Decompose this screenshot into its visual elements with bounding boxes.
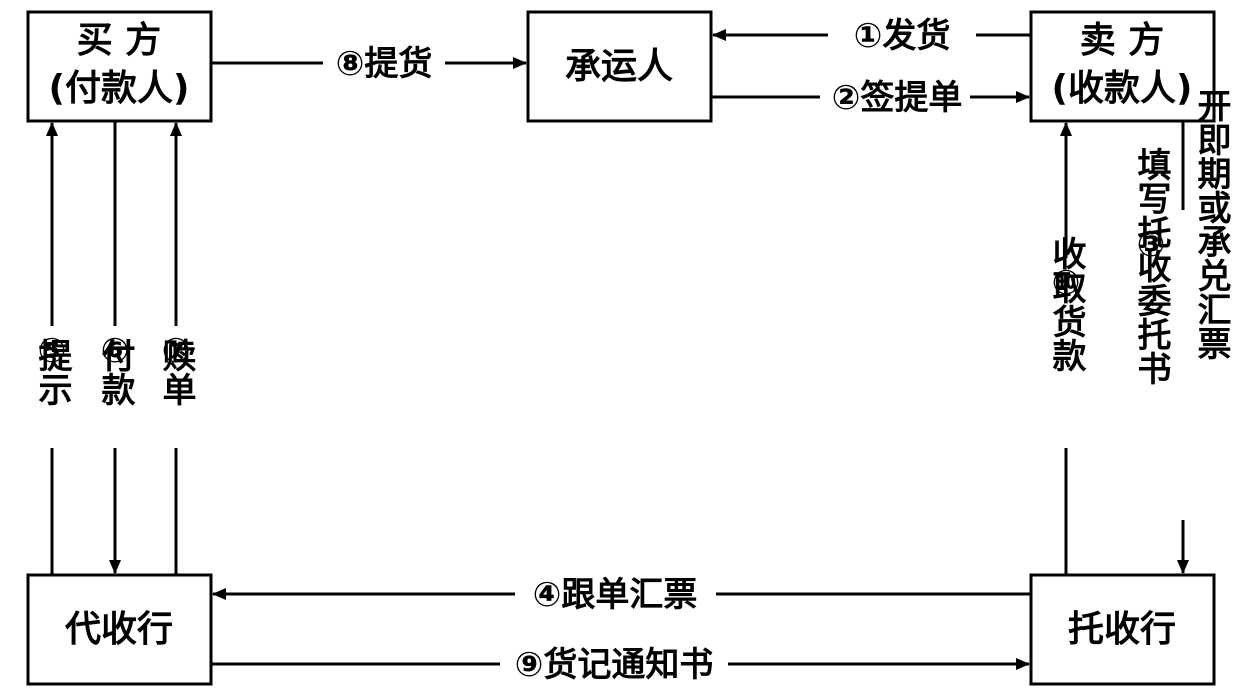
step-7-number: ⑦ [162, 331, 191, 371]
collecting-bank-box: 代收行 [26, 573, 213, 686]
step-3-number: ③ [1137, 225, 1166, 265]
step-10-number: ⑩ [1052, 263, 1081, 303]
step-1-label: ①发货 [854, 16, 951, 56]
step-6-text: 付款 [95, 338, 135, 406]
step-4-label: ④跟单汇票 [533, 575, 698, 615]
buyer-box: 买 方 (付款人) [26, 10, 213, 123]
step-5-text: 提示 [32, 338, 72, 406]
step-8-label: ⑧提货 [336, 44, 433, 84]
buyer-label-line2: (付款人) [49, 68, 190, 109]
carrier-box: 承运人 [526, 10, 713, 123]
remitting-bank-label: 托收行 [1068, 609, 1176, 650]
step-5-number: ⑤ [38, 331, 67, 371]
remitting-bank-box: 托收行 [1029, 573, 1216, 686]
step-3-text-a: 填写托收委托书 [1131, 147, 1171, 385]
step-2-label: ②签提单 [832, 78, 963, 118]
step-7-text: 赎单 [156, 338, 196, 406]
step-3-text-b: 开即期或承兑汇票 [1191, 88, 1231, 360]
collecting-bank-label: 代收行 [64, 609, 173, 650]
carrier-label: 承运人 [565, 46, 673, 87]
seller-label-line2: (收款人) [1052, 68, 1193, 109]
step-9-label: ⑨货记通知书 [515, 645, 714, 685]
seller-box: 卖 方 (收款人) [1029, 10, 1216, 123]
step-10-text: 收取货款 [1046, 236, 1086, 372]
buyer-label-line1: 买 方 [77, 20, 162, 61]
step-6-number: ⑥ [101, 331, 130, 371]
seller-label-line1: 卖 方 [1080, 20, 1165, 61]
